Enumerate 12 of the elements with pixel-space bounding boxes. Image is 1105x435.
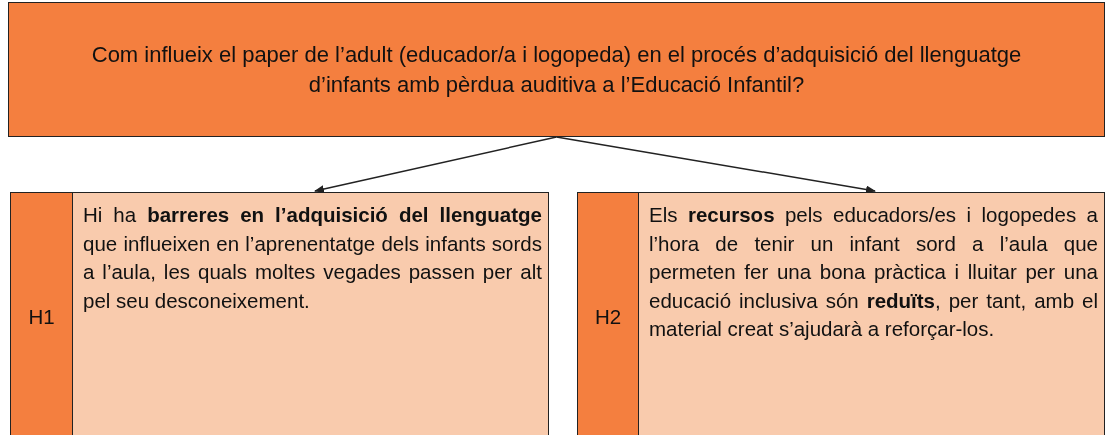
question-box bbox=[8, 2, 1105, 137]
hypothesis-label: H2 bbox=[594, 303, 622, 330]
hypothesis-text: Hi ha barreres en l’adquisició del llenguatge que influeixen en l’aprenentatge dels infants sords a l’aula, les quals moltes vegades passen per alt pel seu desconeixement. bbox=[83, 202, 542, 314]
hypothesis-label-box bbox=[10, 192, 73, 435]
hypothesis-text: Els recursos pels educadors/es i logopedes a l’hora de tenir un infant sord a l’aula que permeten fer una bona pràctica i lluitar per una educació inclusiva són reduïts, per tant, amb el material creat s’ajudarà a reforçar-los. bbox=[649, 202, 1098, 342]
hypothesis-label-box bbox=[577, 192, 639, 435]
arrow bbox=[314, 136, 558, 193]
hypothesis-label: H1 bbox=[28, 303, 55, 330]
arrow bbox=[555, 136, 876, 194]
hypothesis-box bbox=[72, 192, 549, 435]
question-text: Com influeix el paper de l’adult (educador/a i logopeda) en el procés d’adquisició del llenguatge d’infants amb pèrdua auditiva a l’Educació Infantil? bbox=[90, 40, 1023, 99]
hypothesis-box bbox=[638, 192, 1105, 435]
